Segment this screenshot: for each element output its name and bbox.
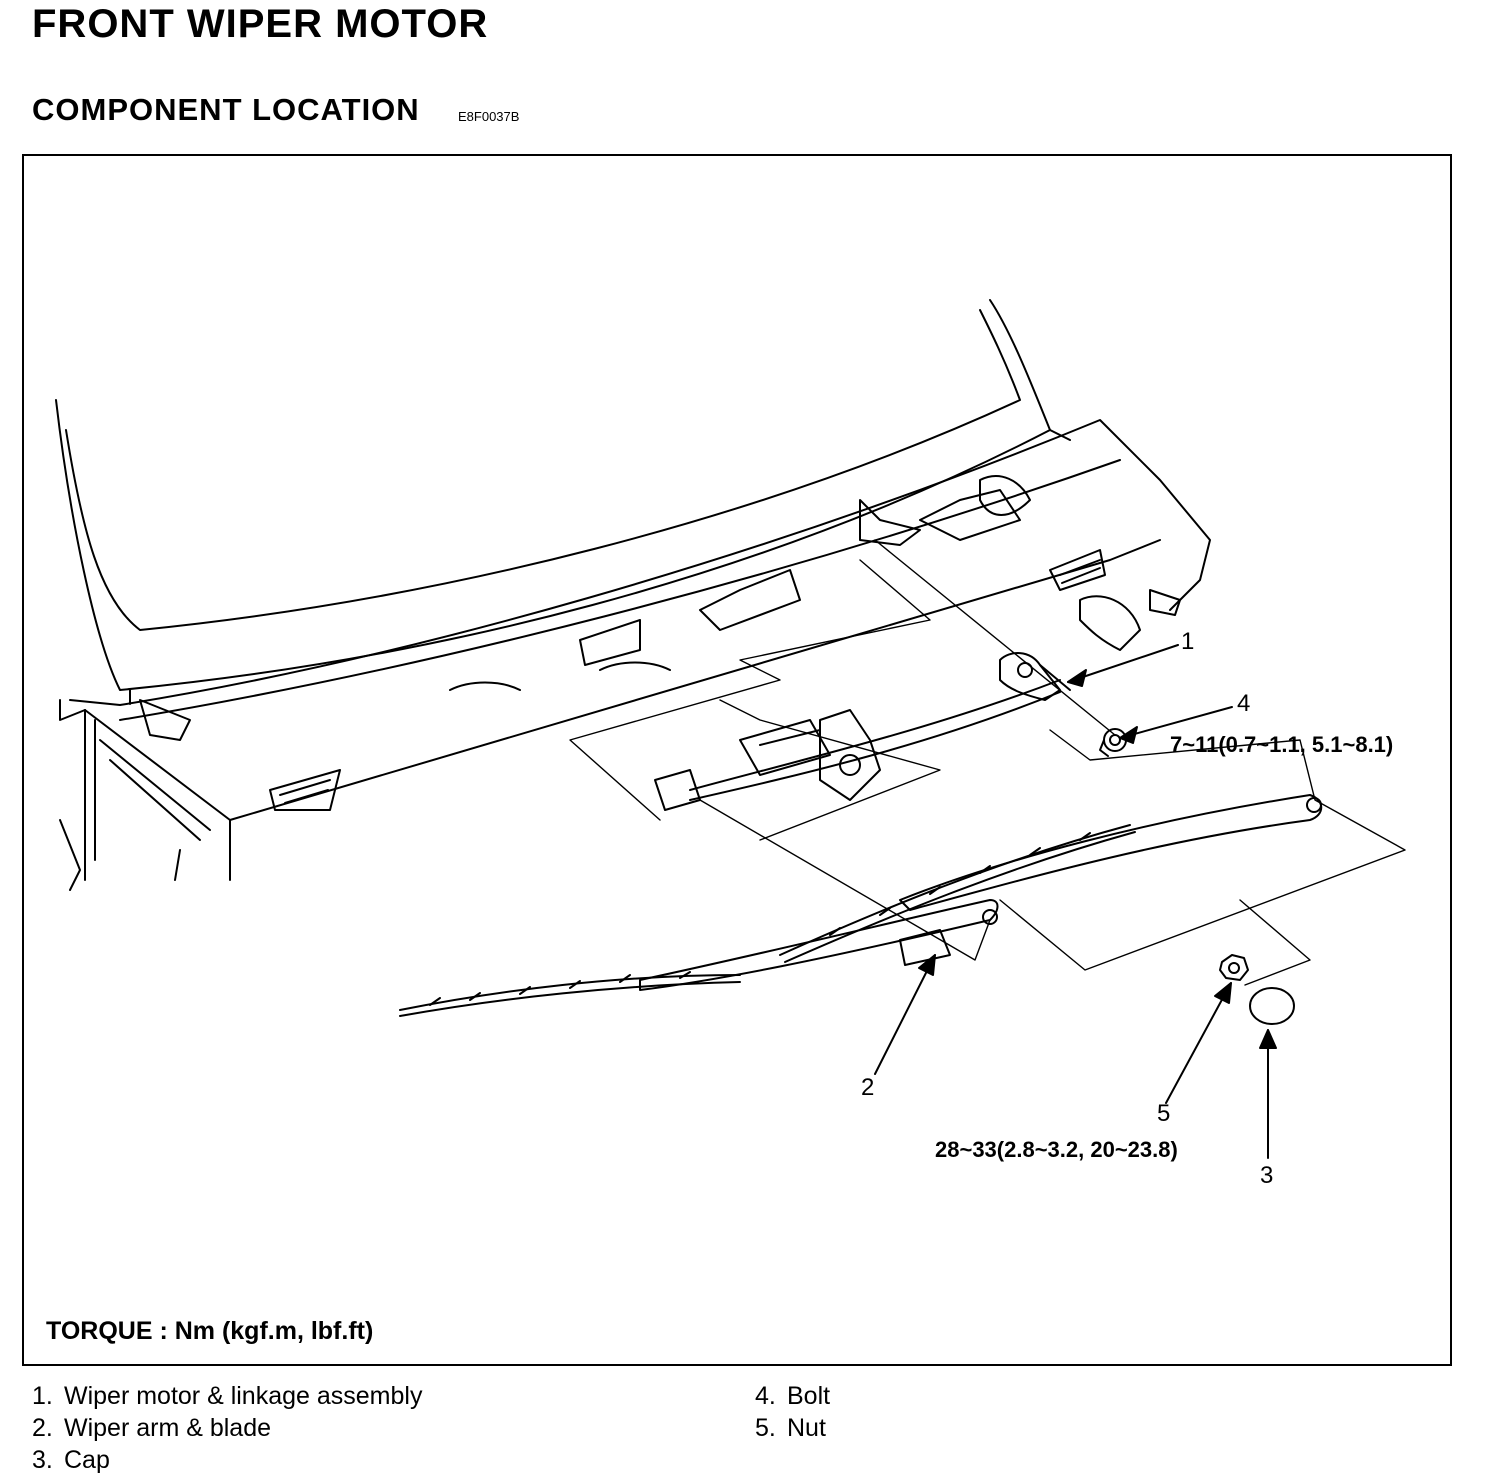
legend-item-3: 3. Cap [32,1446,110,1475]
torque-units-note: TORQUE : Nm (kgf.m, lbf.ft) [46,1317,374,1345]
assembly-guide-lines [569,539,1406,986]
callout-2: 2 [861,1074,875,1101]
callout-1: 1 [1181,628,1195,655]
legend-label: Wiper motor & linkage assembly [64,1382,423,1410]
legend-label: Cap [64,1446,110,1474]
page-title: FRONT WIPER MOTOR [32,2,489,46]
legend-number: 5. [755,1414,776,1442]
wiper-arm-blade-front [399,899,999,1017]
legend-number: 1. [32,1382,53,1410]
legend-item-4: 4. Bolt [755,1382,830,1411]
cowl-panel [59,419,1211,891]
cap-part [1249,987,1295,1025]
legend-item-1: 1. Wiper motor & linkage assembly [32,1382,422,1411]
legend-item-5: 5. Nut [755,1414,826,1443]
legend-number: 2. [32,1414,53,1442]
wiper-motor-linkage [654,652,1071,811]
section-title: COMPONENT LOCATION [32,92,420,127]
figure-code: E8F0037B [458,109,520,124]
legend-number: 4. [755,1382,776,1410]
wiper-assembly-diagram [55,299,1406,1159]
callout-4: 4 [1237,690,1251,717]
diagram-frame [22,154,1452,1366]
legend-label: Bolt [787,1382,831,1410]
nut-part [1219,954,1249,981]
legend-label: Nut [787,1414,826,1442]
callout-5: 5 [1157,1100,1171,1127]
windshield [55,299,1071,705]
leader-lines [874,644,1277,1159]
wiper-arm-blade-rear [779,794,1323,963]
legend-number: 3. [32,1446,53,1474]
legend-label: Wiper arm & blade [64,1414,272,1442]
bolt-torque-value: 7~11(0.7~1.1, 5.1~8.1) [1170,732,1394,757]
nut-torque-value: 28~33(2.8~3.2, 20~23.8) [935,1137,1178,1162]
legend-item-2: 2. Wiper arm & blade [32,1414,271,1443]
callout-3: 3 [1260,1162,1274,1189]
